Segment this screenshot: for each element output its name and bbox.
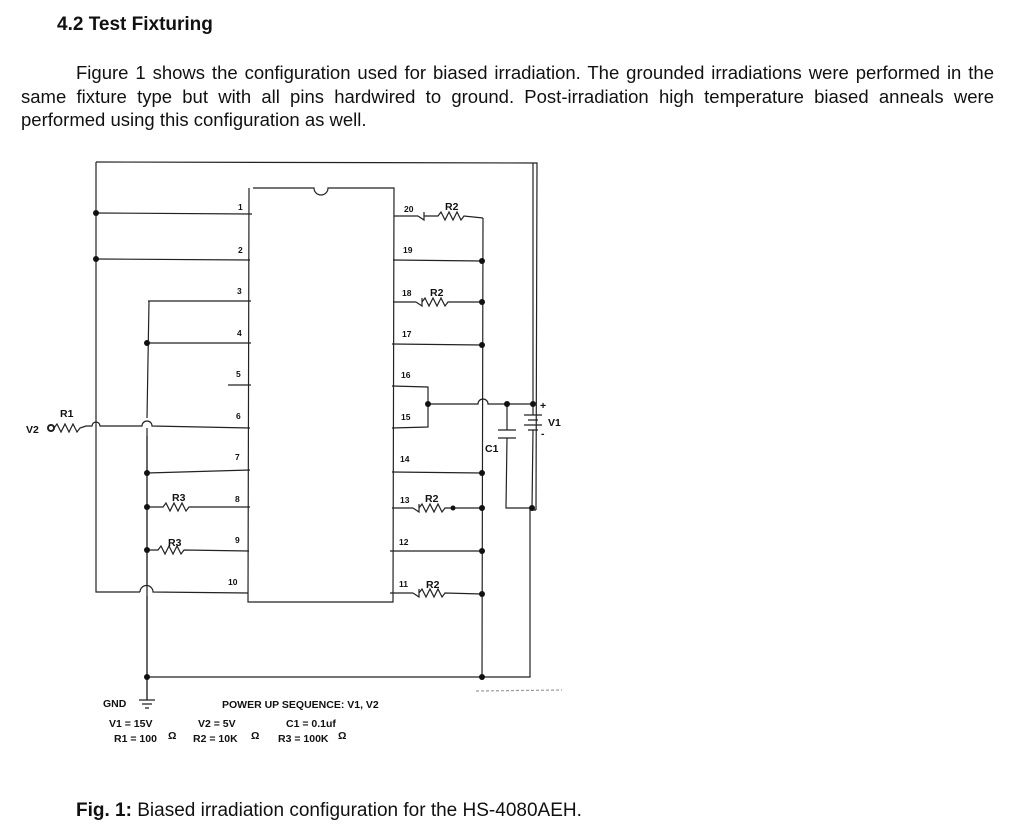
v2-label: V2 xyxy=(26,424,39,436)
pin-label: 12 xyxy=(399,537,409,547)
capacitor-c1 xyxy=(498,404,532,509)
junction-dots xyxy=(93,210,536,680)
pin13-wire xyxy=(392,502,482,514)
c1-label: C1 xyxy=(485,443,499,455)
section-heading: 4.2 Test Fixturing xyxy=(57,14,213,35)
r1-value: R1 = 100 xyxy=(114,733,157,745)
resistor-r1 xyxy=(53,422,87,434)
pin18-wire xyxy=(393,296,482,308)
pin-label: 15 xyxy=(401,412,411,422)
pin-label: 19 xyxy=(403,245,413,255)
r3-label: R3 xyxy=(172,492,186,504)
v1-minus-label: - xyxy=(541,428,545,440)
pin-label: 7 xyxy=(235,452,240,462)
wire-outer-frame xyxy=(95,161,538,593)
circuit-schematic: 1 2 3 4 5 6 7 8 9 10 20 19 18 17 16 15 1… xyxy=(26,161,563,745)
power-up-sequence: POWER UP SEQUENCE: V1, V2 xyxy=(222,699,379,711)
pin1-wire xyxy=(95,212,253,215)
pin11-wire xyxy=(390,587,483,599)
pin8-r3-wire xyxy=(147,501,250,513)
r2-value: R2 = 10K xyxy=(193,733,238,745)
pin-label: 6 xyxy=(236,411,241,421)
caption-label: Fig. 1: xyxy=(76,800,132,821)
v1-plus-label: + xyxy=(540,400,546,412)
ohm-symbol: Ω xyxy=(251,730,259,742)
r3-label: R3 xyxy=(168,537,182,549)
ohm-symbol: Ω xyxy=(338,730,346,742)
pin-label: 14 xyxy=(400,454,410,464)
body-paragraph: Figure 1 shows the configuration used fo… xyxy=(21,62,994,130)
v1-value: V1 = 15V xyxy=(109,718,153,730)
wire-bottom-right xyxy=(482,509,536,678)
pin9-r3-wire xyxy=(147,544,250,556)
pin7-wire xyxy=(146,469,251,474)
ic-body xyxy=(247,187,395,603)
pin19-wire xyxy=(392,259,483,262)
ground-symbol xyxy=(139,677,155,709)
v1-label: V1 xyxy=(548,417,561,429)
pin-label: 18 xyxy=(402,288,412,298)
gnd-label: GND xyxy=(103,698,127,710)
r3-value: R3 = 100K xyxy=(278,733,329,745)
c1-value: C1 = 0.1uf xyxy=(286,718,336,730)
scan-artifact-line xyxy=(475,689,563,692)
pin20-wire xyxy=(394,210,484,222)
r2-label: R2 xyxy=(425,493,439,505)
pin16-15-wire xyxy=(391,385,533,429)
pin-label: 11 xyxy=(399,579,408,589)
pin-label: 4 xyxy=(237,328,242,338)
r2-label: R2 xyxy=(445,201,459,213)
pin-label: 1 xyxy=(238,202,243,212)
pin-label: 17 xyxy=(402,329,412,339)
wire-left-inner-bus xyxy=(146,300,150,700)
pin10-wire xyxy=(139,584,249,594)
pin-label: 2 xyxy=(238,245,243,255)
v2-value: V2 = 5V xyxy=(198,718,236,730)
r1-label: R1 xyxy=(60,408,74,420)
caption-text: Biased irradiation configuration for the… xyxy=(131,800,582,821)
pin-label: 16 xyxy=(401,370,411,380)
ohm-symbol: Ω xyxy=(168,730,176,742)
r2-label: R2 xyxy=(430,287,444,299)
pin17-wire xyxy=(391,343,483,346)
battery-v1 xyxy=(524,163,542,509)
pin-label: 8 xyxy=(235,494,240,504)
pin-label: 10 xyxy=(228,577,238,587)
pin2-wire xyxy=(95,258,251,261)
pin-label: 3 xyxy=(237,286,242,296)
pin-label: 13 xyxy=(400,495,410,505)
pin-label: 9 xyxy=(235,535,240,545)
figure-caption: Fig. 1: Biased irradiation configuration… xyxy=(76,800,582,822)
pin-label: 20 xyxy=(404,204,414,214)
v2-terminal xyxy=(47,424,55,432)
pin-label: 5 xyxy=(236,369,241,379)
pin14-wire xyxy=(391,471,483,474)
pin6-wire xyxy=(86,420,251,429)
r2-label: R2 xyxy=(426,579,440,591)
